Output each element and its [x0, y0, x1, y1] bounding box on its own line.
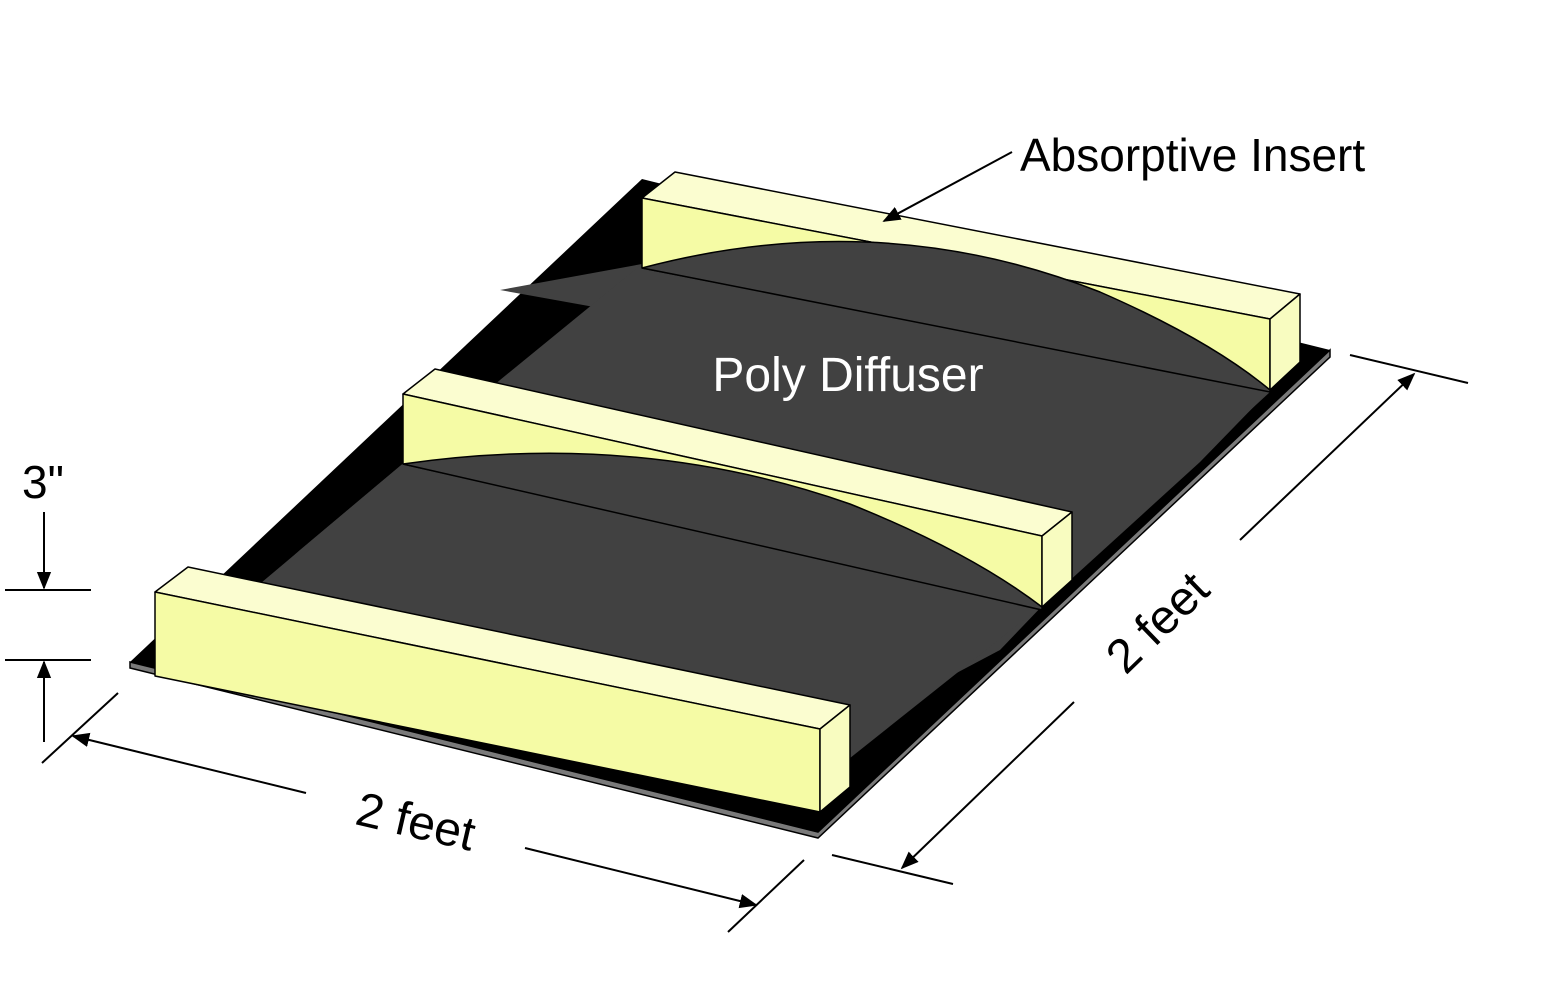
depth-extension-line-bottom [831, 854, 954, 885]
depth-extension-line-top [1349, 354, 1469, 384]
absorptive-insert-label: Absorptive Insert [1020, 129, 1365, 181]
width-arrow-left [71, 732, 307, 794]
height-dimension: 3" [5, 456, 91, 742]
depth-arrow-down [900, 701, 1075, 870]
width-arrow-right [524, 847, 758, 909]
front-diffuser-dome [402, 452, 1043, 611]
front-insert-end [819, 704, 851, 813]
rear-insert-end [1269, 293, 1301, 391]
width-extension-line-right [727, 859, 805, 933]
rear-diffuser-dome [641, 240, 1271, 393]
middle-insert-end [1041, 511, 1073, 608]
rear-absorptive-insert [641, 171, 1301, 393]
absorptive-insert-callout: Absorptive Insert [882, 129, 1365, 222]
depth-arrow-up [1239, 372, 1416, 541]
width-label: 2 feet [351, 783, 480, 862]
front-absorptive-insert [154, 566, 851, 813]
middle-absorptive-insert [402, 368, 1073, 611]
height-label: 3" [22, 456, 64, 508]
depth-label: 2 feet [1096, 562, 1219, 684]
absorptive-insert-leader-line [882, 151, 1013, 222]
width-extension-line-left [41, 692, 119, 764]
poly-diffuser-label: Poly Diffuser [712, 349, 983, 402]
